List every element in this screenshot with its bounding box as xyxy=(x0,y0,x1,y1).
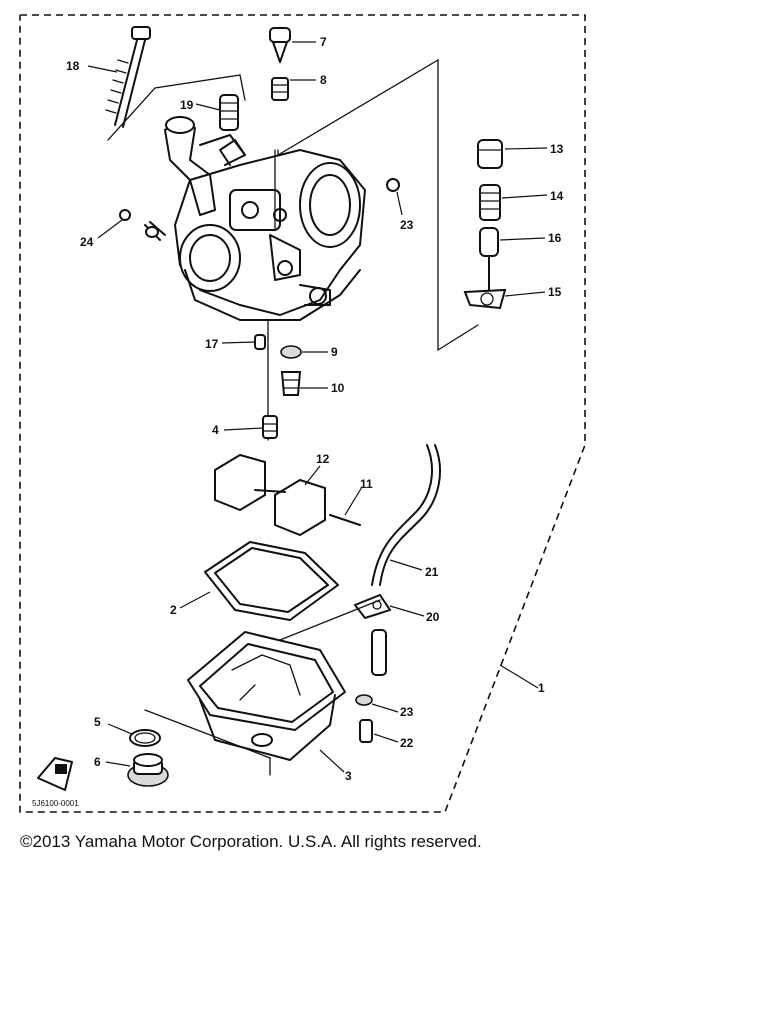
callout-14: 14 xyxy=(550,189,564,203)
callout-8: 8 xyxy=(320,73,327,87)
callout-17: 17 xyxy=(205,337,219,351)
part-11-needle xyxy=(329,514,361,526)
part-10-jet xyxy=(280,371,302,396)
part-17-screw xyxy=(254,334,266,350)
callout-9: 9 xyxy=(331,345,338,359)
callout-15: 15 xyxy=(548,285,562,299)
callout-3: 3 xyxy=(345,769,352,783)
part-23-washer xyxy=(355,694,373,706)
part-20-bracket xyxy=(353,593,392,620)
front-arrow-icon xyxy=(37,757,73,791)
part-3-float-bowl xyxy=(187,631,346,761)
part-18-screw xyxy=(105,26,151,128)
part-25-screw xyxy=(386,178,400,192)
part-4-jet xyxy=(262,415,278,439)
copyright-notice: ©2013 Yamaha Motor Corporation. U.S.A. A… xyxy=(20,832,482,851)
part-15-plate xyxy=(463,288,507,310)
part-6-plug xyxy=(127,753,169,787)
callout-5: 5 xyxy=(94,715,101,729)
part-2-gasket xyxy=(204,541,339,621)
callout-4: 4 xyxy=(212,423,219,437)
callout-25: 23 xyxy=(400,218,414,232)
part-21-hose xyxy=(371,444,441,586)
callout-18: 18 xyxy=(66,59,80,73)
callout-13: 13 xyxy=(550,142,564,156)
part-8-spring xyxy=(271,77,289,101)
callout-19: 19 xyxy=(180,98,194,112)
callout-12: 12 xyxy=(316,452,330,466)
drawing-reference: 5J6100-0001 xyxy=(32,799,79,808)
part-16-valve xyxy=(479,227,499,291)
part-9-washer xyxy=(280,345,302,359)
callout-2: 2 xyxy=(170,603,177,617)
callout-20: 20 xyxy=(426,610,440,624)
callout-1: 1 xyxy=(538,681,545,695)
part-22-screw xyxy=(359,719,373,743)
callout-6: 6 xyxy=(94,755,101,769)
callout-22: 22 xyxy=(400,736,414,750)
part-24-screw xyxy=(119,209,166,241)
callout-7: 7 xyxy=(320,35,327,49)
callout-16: 16 xyxy=(548,231,562,245)
part-7-screw xyxy=(269,27,291,63)
part-14-spring xyxy=(479,184,501,221)
assembly-boundary xyxy=(19,14,586,813)
part-12-float xyxy=(214,453,326,537)
callout-23: 23 xyxy=(400,705,414,719)
carburetor-exploded-diagram: 18 19 7 8 13 14 16 15 24 23 17 9 10 4 12… xyxy=(19,14,586,813)
cable-guide xyxy=(164,116,246,216)
part-19-spring xyxy=(107,74,246,141)
carburetor-body xyxy=(174,139,366,321)
callout-10: 10 xyxy=(331,381,345,395)
part-13-cap xyxy=(477,139,503,169)
callout-24: 24 xyxy=(80,235,94,249)
part-5-oring xyxy=(129,729,161,747)
callout-21: 21 xyxy=(425,565,439,579)
callout-11: 11 xyxy=(360,477,373,491)
overflow-pipe xyxy=(371,629,387,676)
